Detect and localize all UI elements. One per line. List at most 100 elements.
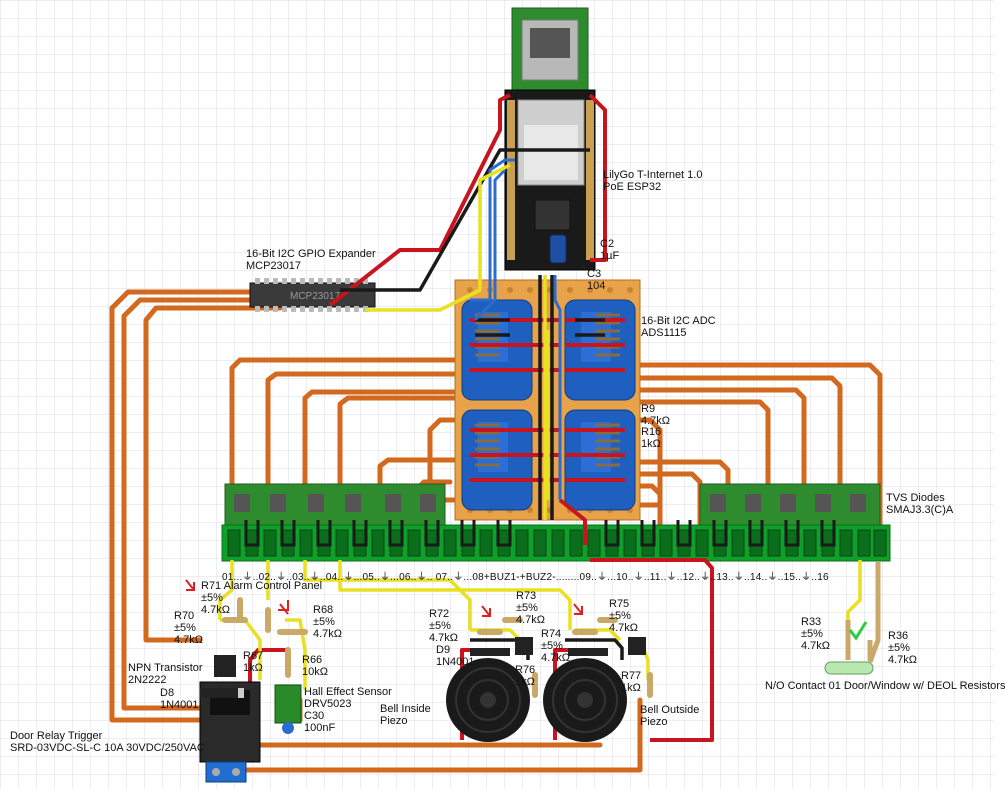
r75-label: R75 ±5% 4.7kΩ xyxy=(609,598,638,634)
r70-label-line1: R70 xyxy=(174,610,195,622)
bell-inside-label-line1: Bell Inside xyxy=(380,703,431,715)
r75-label-line1: R75 xyxy=(609,598,630,610)
d9-label-line1: D9 xyxy=(436,644,451,656)
r76-label: R76 1kΩ xyxy=(515,664,535,688)
r16-label-line2: 1kΩ xyxy=(641,438,661,450)
c30-label-line2: 100nF xyxy=(304,722,336,734)
c3-label: C3 104 xyxy=(587,268,605,292)
mcp23017-chip: MCP23017 xyxy=(249,278,376,312)
npn-transistor xyxy=(214,655,236,677)
r16-label: R16 1kΩ xyxy=(641,426,661,450)
r70-label-line2: ±5% xyxy=(174,622,196,634)
r68-label-line3: 4.7kΩ xyxy=(313,628,343,640)
bell-inside-label: Bell Inside Piezo xyxy=(380,703,431,727)
r77-label: R77 1kΩ xyxy=(621,670,641,694)
r9-label-line1: R9 xyxy=(641,403,656,415)
r36-label-line1: R36 xyxy=(888,630,909,642)
bell-outside-label-line1: Bell Outside xyxy=(640,704,700,716)
r68-label-line1: R68 xyxy=(313,604,334,616)
r71-label-line3: 4.7kΩ xyxy=(201,604,231,616)
red-wires xyxy=(248,93,714,742)
r66-label-line2: 10kΩ xyxy=(302,666,328,678)
r76-label-line2: 1kΩ xyxy=(515,676,535,688)
r72-label: R72 ±5% 4.7kΩ xyxy=(429,608,458,644)
terminal-row-labels: 01...⏚..02..⏚..03..⏚..04..⏚...05..⏚...06… xyxy=(222,572,829,583)
r73-label: R73 ±5% 4.7kΩ xyxy=(516,590,545,626)
r77-label-line2: 1kΩ xyxy=(621,682,641,694)
r71-label-line1: R71 Alarm Control Panel xyxy=(201,580,323,592)
r33-label-line2: ±5% xyxy=(801,628,823,640)
r9-label-line2: 4.7kΩ xyxy=(641,415,671,427)
r66-label: R66 10kΩ xyxy=(302,654,328,678)
d8-label-line1: D8 xyxy=(160,687,175,699)
r33-label-line1: R33 xyxy=(801,616,822,628)
r70-label: R70 ±5% 4.7kΩ xyxy=(174,610,203,646)
d9-label-line2: 1N4001 xyxy=(436,656,475,668)
c2-label-line1: C2 xyxy=(600,238,615,250)
c30-label: C30 100nF xyxy=(304,710,335,734)
adc-label-line2: ADS1115 xyxy=(641,327,687,339)
bell-inside-piezo xyxy=(446,658,530,742)
buzzer-transistors xyxy=(470,637,646,656)
r71-label-line2: ±5% xyxy=(201,592,223,604)
r68-label: R68 ±5% 4.7kΩ xyxy=(313,604,342,640)
r66-label-line1: R66 xyxy=(302,654,323,666)
bell-outside-label: Bell Outside Piezo xyxy=(640,704,699,728)
r72-label-line2: ±5% xyxy=(429,620,451,632)
r76-label-line1: R76 xyxy=(515,664,536,676)
r67-label-line2: 1kΩ xyxy=(243,662,263,674)
r67-label: R67 1kΩ xyxy=(243,650,263,674)
bell-outside-piezo xyxy=(543,658,627,742)
hall-sensor xyxy=(274,684,302,734)
gpio-expander-label-line2: MCP23017 xyxy=(246,260,302,272)
r75-label-line3: 4.7kΩ xyxy=(609,622,639,634)
r77-label-line1: R77 xyxy=(621,670,642,682)
blue-wires xyxy=(470,158,562,500)
r73-label-line3: 4.7kΩ xyxy=(516,614,546,626)
adc-label: 16-Bit I2C ADC ADS1115 xyxy=(641,315,716,339)
r73-label-line2: ±5% xyxy=(516,602,538,614)
hall-label-line2: DRV5023 xyxy=(304,698,352,710)
r68-label-line2: ±5% xyxy=(313,616,335,628)
r74-label-line3: 4.7kΩ xyxy=(541,652,571,664)
r9-label: R9 4.7kΩ xyxy=(641,403,670,427)
r75-label-line2: ±5% xyxy=(609,610,631,622)
hall-label: Hall Effect Sensor DRV5023 xyxy=(304,686,392,710)
r16-label-line1: R16 xyxy=(641,426,662,438)
npn-label-line2: 2N2222 xyxy=(128,674,167,686)
contact-label: N/O Contact 01 Door/Window w/ DEOL Resis… xyxy=(765,680,1005,692)
relay-label-line2: SRD-03VDC-SL-C 10A 30VDC/250VAC xyxy=(10,742,205,754)
resistors-lower-left xyxy=(222,597,308,678)
d8-label: D8 1N4001 xyxy=(160,687,199,711)
contact-label-line1: N/O Contact 01 Door/Window w/ DEOL Resis… xyxy=(765,680,1005,692)
tvs-diode-boards xyxy=(224,483,881,529)
terminal-ground-jumpers xyxy=(244,520,836,547)
r33-label: R33 ±5% 4.7kΩ xyxy=(801,616,830,652)
adc-label-line1: 16-Bit I2C ADC xyxy=(641,315,716,327)
hall-label-line1: Hall Effect Sensor xyxy=(304,686,392,698)
r73-label-line1: R73 xyxy=(516,590,537,602)
r67-label-line1: R67 xyxy=(243,650,264,662)
npn-label-line1: NPN Transistor xyxy=(128,662,203,674)
r74-label-line2: ±5% xyxy=(541,640,563,652)
c30-label-line1: C30 xyxy=(304,710,325,722)
capacitor-c2 xyxy=(549,234,567,264)
terminal-screws xyxy=(227,529,887,557)
npn-label: NPN Transistor 2N2222 xyxy=(128,662,203,686)
r72-label-line1: R72 xyxy=(429,608,450,620)
tvs-label-line2: SMAJ3.3(C)A xyxy=(886,504,954,516)
reed-contact xyxy=(824,562,881,675)
r36-label: R36 ±5% 4.7kΩ xyxy=(888,630,917,666)
esp32-label-line2: PoE ESP32 xyxy=(603,181,662,193)
relay-label-line1: Door Relay Trigger xyxy=(10,730,103,742)
r74-label-line1: R74 xyxy=(541,628,562,640)
r72-label-line3: 4.7kΩ xyxy=(429,632,459,644)
r36-label-line2: ±5% xyxy=(888,642,910,654)
r71-label: R71 Alarm Control Panel ±5% 4.7kΩ xyxy=(201,580,322,616)
r33-label-line3: 4.7kΩ xyxy=(801,640,831,652)
esp32-board xyxy=(504,7,596,271)
d8-label-line2: 1N4001 xyxy=(160,699,199,711)
adc-resistors xyxy=(475,313,620,467)
c3-label-line2: 104 xyxy=(587,280,606,292)
